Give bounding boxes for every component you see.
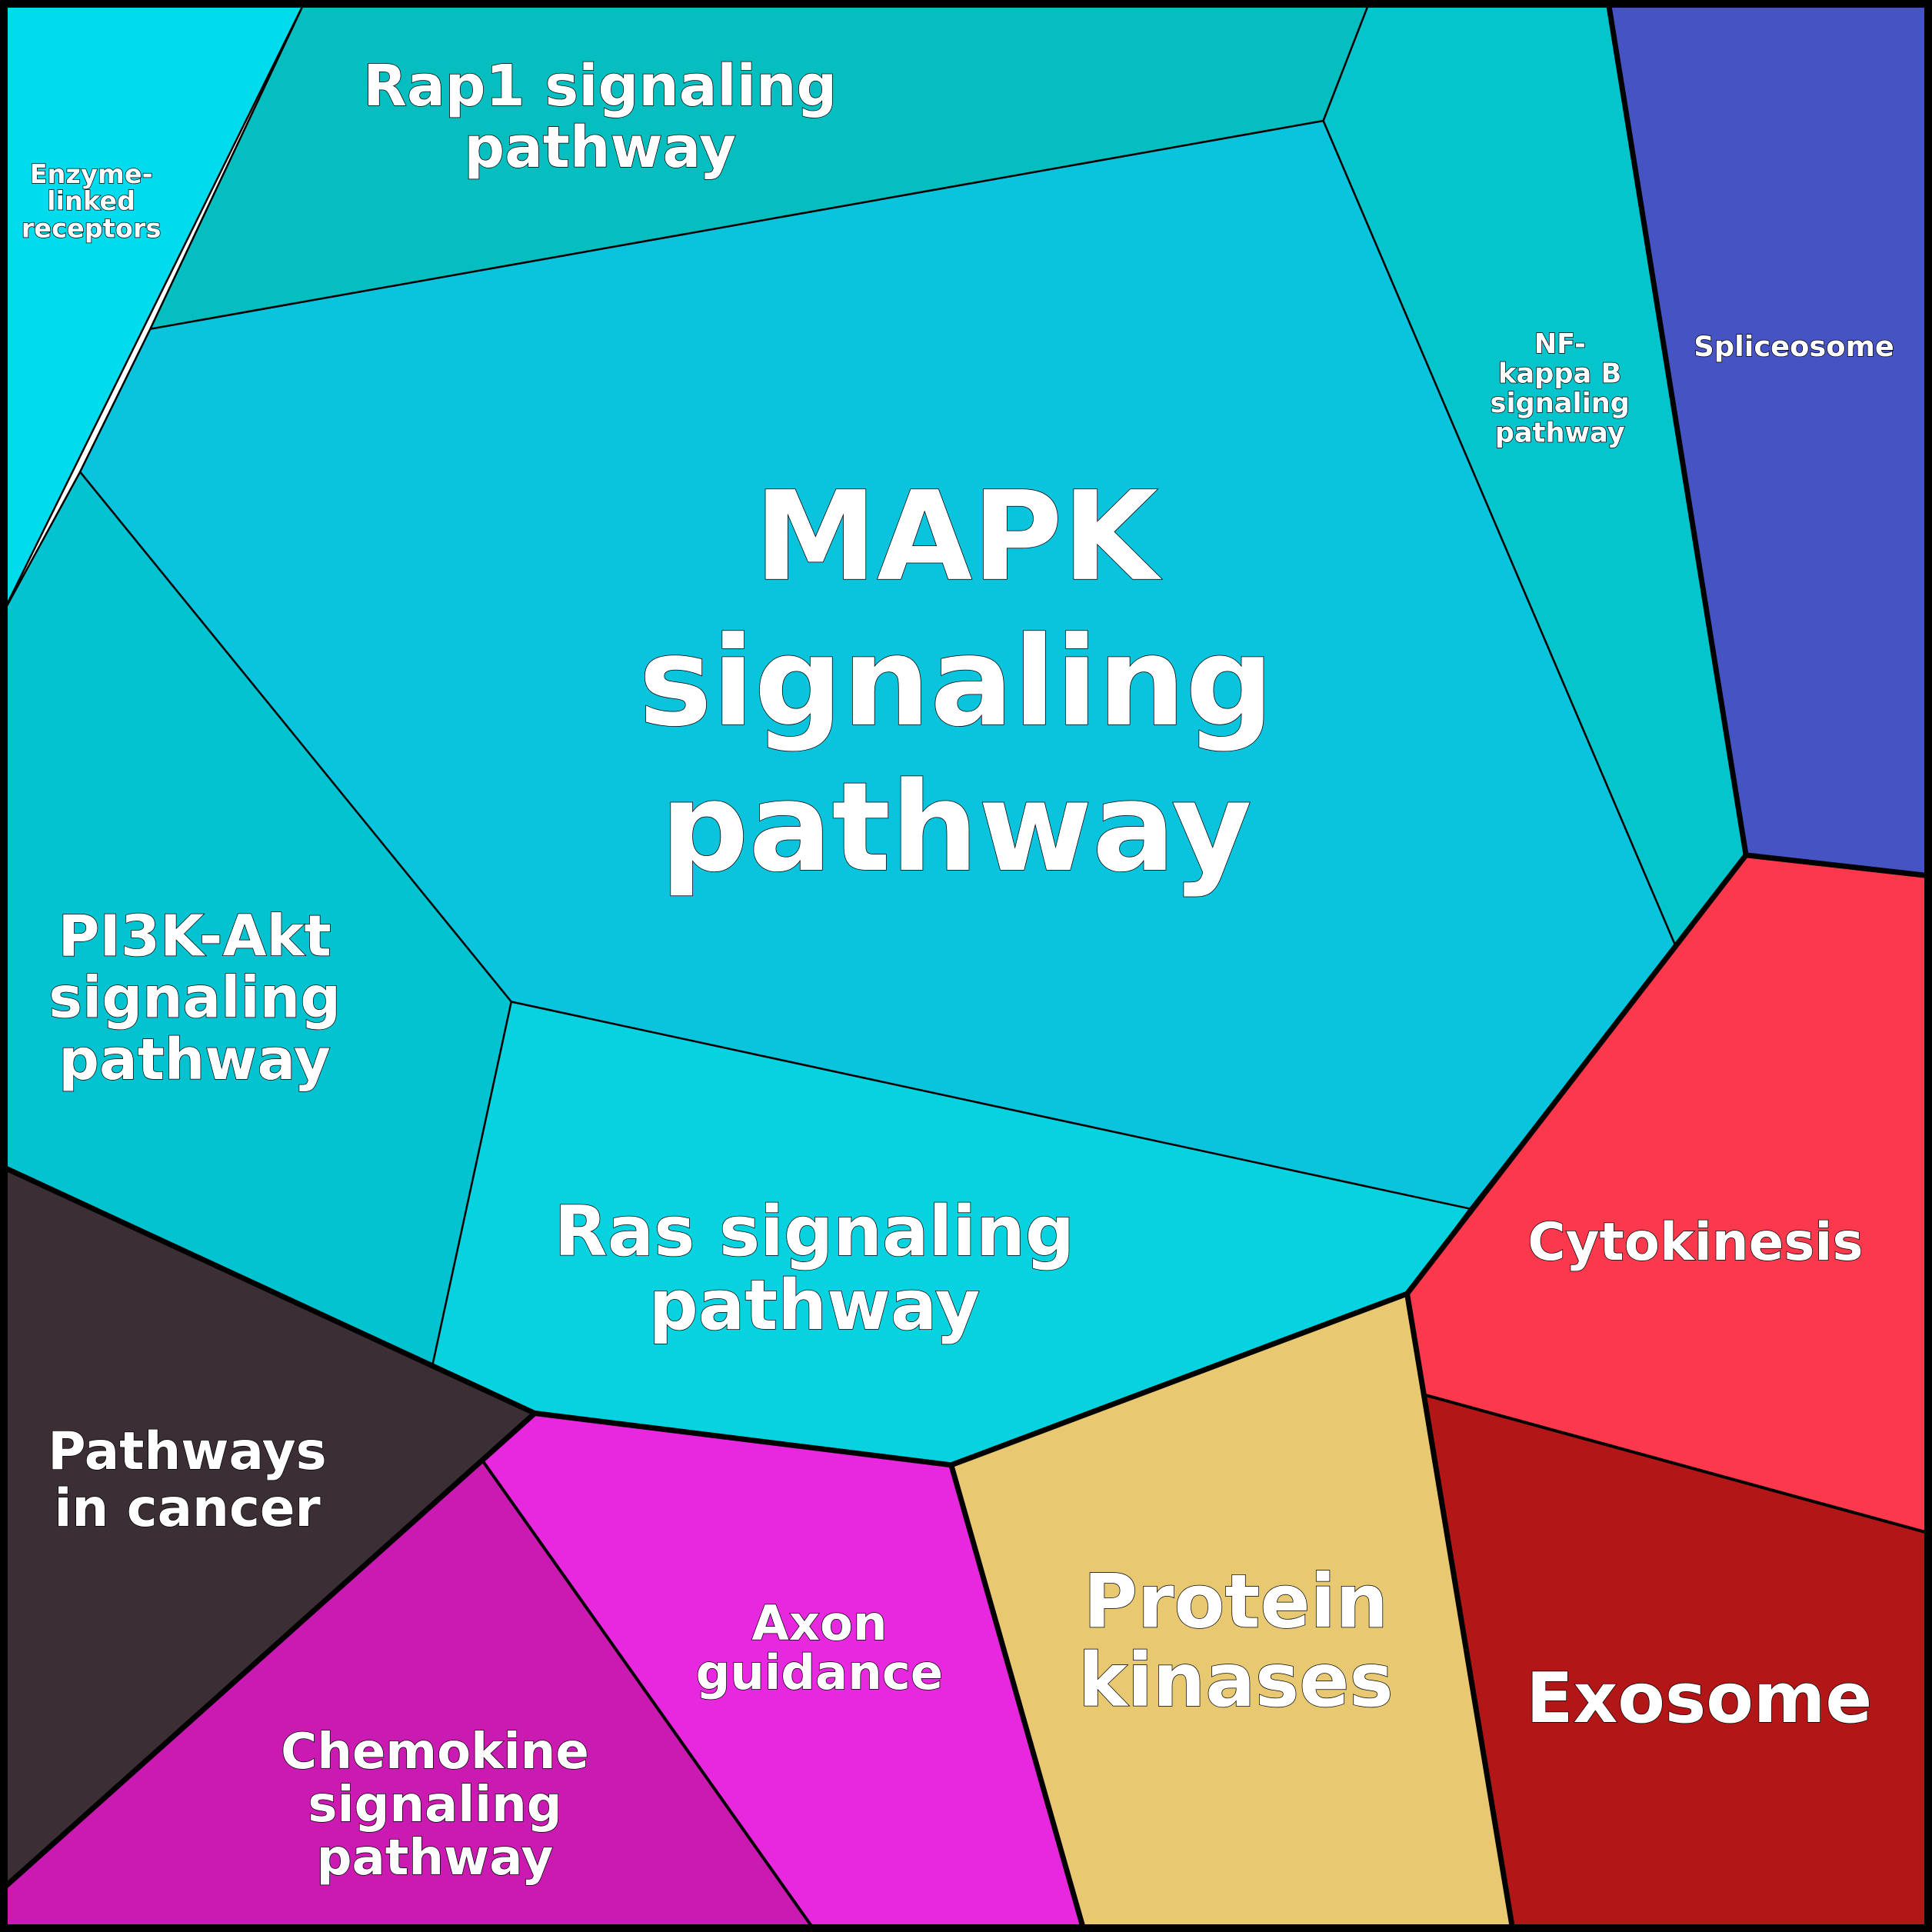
group-boundary [948, 1464, 1088, 1932]
cell-enzyme [0, 0, 307, 620]
label-cytokinesis: Cytokinesis [1527, 1212, 1863, 1272]
label-line: receptors [22, 213, 162, 243]
group-boundary [1424, 1393, 1932, 1536]
label-line: signaling [308, 1777, 561, 1834]
label-line: pathway [661, 755, 1252, 899]
label-line: pathway [1495, 417, 1625, 448]
label-line: Spliceosome [1694, 330, 1894, 363]
label-line: kinases [1078, 1637, 1394, 1724]
label-line: PI3K-Akt [58, 904, 331, 969]
label-line: NF- [1534, 328, 1586, 360]
group-boundary [0, 1411, 537, 1894]
label-line: signaling [1491, 387, 1630, 418]
label-line: kappa B [1498, 358, 1621, 389]
label-line: pathway [649, 1266, 981, 1346]
label-line: Chemokine [281, 1724, 589, 1780]
label-line: guidance [696, 1644, 944, 1700]
label-line: Pathways [48, 1421, 326, 1481]
label-line: Enzyme- [30, 158, 153, 188]
label-line: Axon [751, 1594, 887, 1651]
label-spliceosome: Spliceosome [1694, 330, 1894, 363]
label-line: in cancer [54, 1478, 320, 1538]
label-line: Protein [1084, 1559, 1388, 1645]
label-line: Exosome [1526, 1659, 1872, 1739]
label-line: Cytokinesis [1527, 1212, 1863, 1272]
label-line: Rap1 signaling [363, 54, 837, 119]
label-line: signaling [48, 965, 341, 1031]
group-boundary [1404, 1293, 1516, 1932]
label-line: pathway [317, 1830, 554, 1887]
label-line: linked [47, 186, 135, 216]
label-line: signaling [638, 609, 1274, 753]
label-line: pathway [58, 1027, 331, 1092]
label-line: pathway [464, 115, 736, 181]
label-line: Ras signaling [555, 1192, 1074, 1272]
group-boundary [481, 1460, 818, 1932]
label-exosome: Exosome [1526, 1659, 1872, 1739]
label-line: MAPK [754, 464, 1162, 608]
